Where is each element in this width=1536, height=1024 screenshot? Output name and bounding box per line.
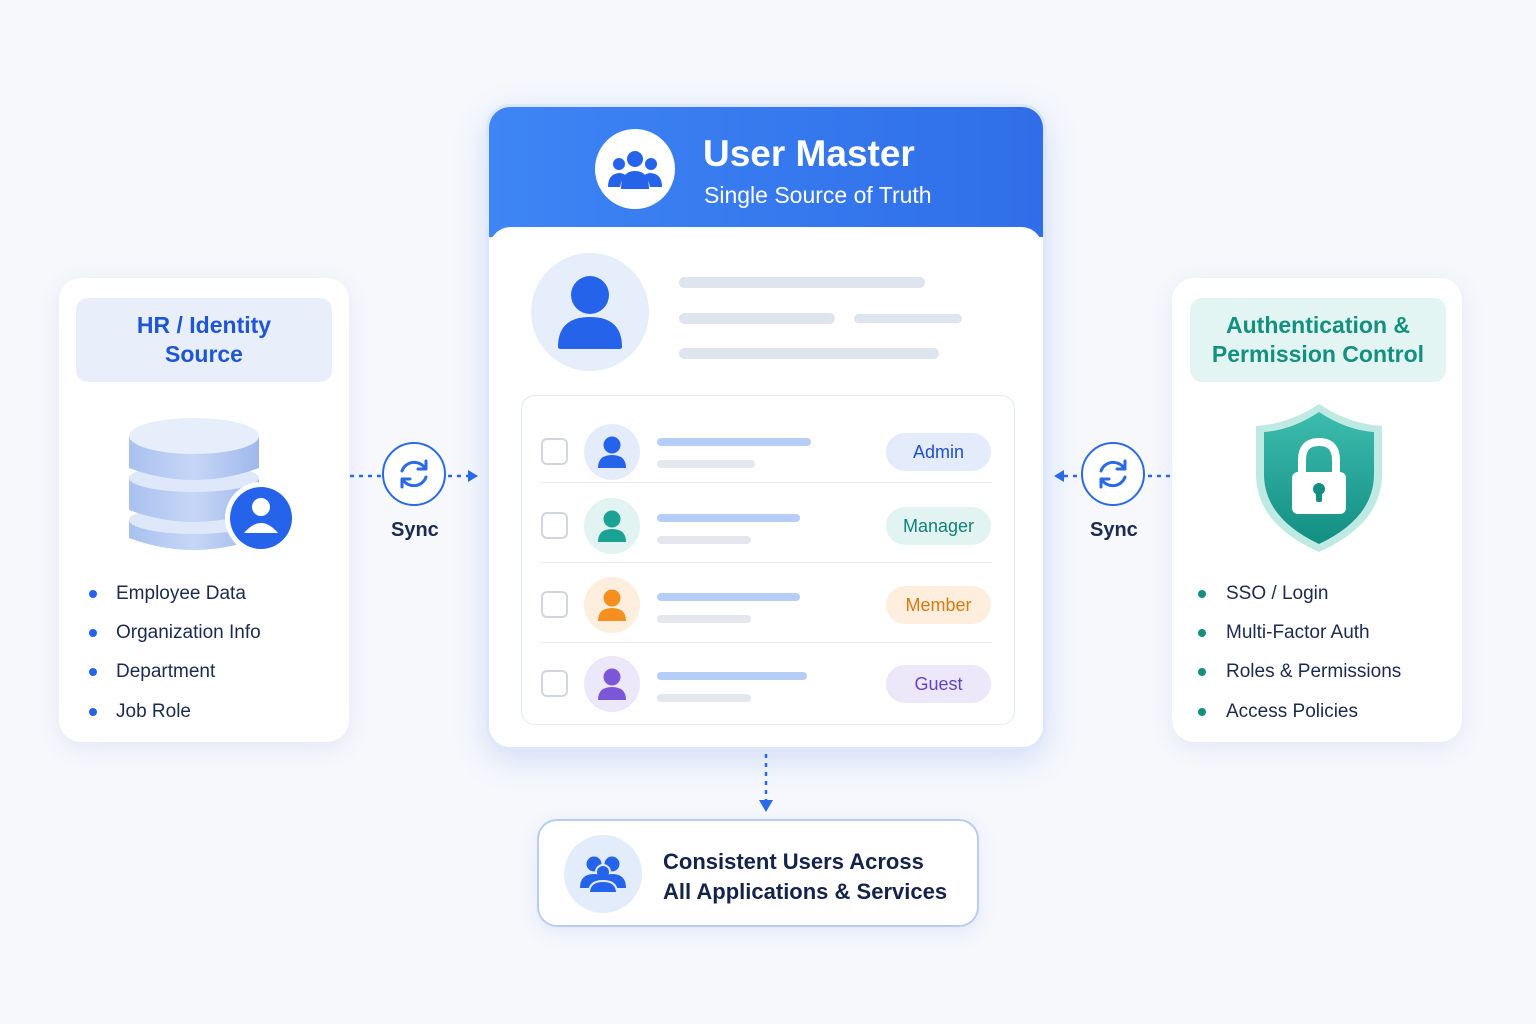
users-group-icon: [595, 129, 675, 209]
row-detail-placeholder: [657, 460, 755, 468]
profile-detail-placeholder: [679, 348, 939, 359]
profile-detail-placeholder: [679, 313, 835, 324]
consistent-users-box: Consistent Users Across All Applications…: [537, 819, 979, 927]
row-detail-placeholder: [657, 536, 751, 544]
row-name-placeholder: [657, 514, 800, 522]
users-group-icon: [564, 835, 642, 913]
left-sync-label: Sync: [391, 519, 439, 541]
user-master-header: User Master Single Source of Truth: [489, 107, 1043, 237]
right-sync-connector-line: [1054, 470, 1172, 482]
row-checkbox[interactable]: [541, 591, 568, 618]
consistent-users-text: Consistent Users Across All Applications…: [663, 849, 948, 904]
avatar: [584, 424, 640, 480]
hr-identity-source-title: HR / Identity Source: [76, 298, 332, 382]
hr-source-list: Employee Data Organization Info Departme…: [89, 574, 261, 732]
row-name-placeholder: [657, 438, 811, 446]
list-item: Roles & Permissions: [1198, 653, 1401, 692]
sync-icon: [1081, 442, 1145, 506]
role-badge: Member: [886, 586, 991, 624]
database-user-icon: [129, 418, 297, 554]
list-item: Multi-Factor Auth: [1198, 613, 1401, 652]
row-name-placeholder: [657, 593, 800, 601]
hr-identity-source-card: HR / Identity Source Employee Data Organ…: [59, 278, 349, 742]
table-row[interactable]: Manager: [522, 484, 1014, 563]
avatar: [531, 253, 649, 371]
user-master-card: User Master Single Source of Truth Admin: [486, 104, 1046, 750]
table-row[interactable]: Guest: [522, 644, 1014, 723]
list-item: Job Role: [89, 692, 261, 731]
list-item: Employee Data: [89, 574, 261, 613]
row-checkbox[interactable]: [541, 670, 568, 697]
row-checkbox[interactable]: [541, 512, 568, 539]
avatar: [584, 656, 640, 712]
list-item: SSO / Login: [1198, 574, 1401, 613]
row-detail-placeholder: [657, 694, 751, 702]
profile-name-placeholder: [679, 277, 925, 288]
user-list: Admin Manager Member: [521, 395, 1015, 725]
table-row[interactable]: Member: [522, 564, 1014, 643]
list-item: Organization Info: [89, 613, 261, 652]
list-item: Access Policies: [1198, 692, 1401, 731]
shield-lock-icon: [1256, 404, 1382, 552]
right-sync-label: Sync: [1090, 519, 1138, 541]
sync-icon: [382, 442, 446, 506]
down-arrow-connector: [759, 754, 773, 812]
row-name-placeholder: [657, 672, 807, 680]
authentication-permission-card: Authentication & Permission Control SSO …: [1172, 278, 1462, 742]
role-badge: Admin: [886, 433, 991, 471]
table-row[interactable]: Admin: [522, 404, 1014, 483]
profile-detail-placeholder: [854, 314, 962, 323]
role-badge: Manager: [886, 507, 991, 545]
list-item: Department: [89, 653, 261, 692]
row-detail-placeholder: [657, 615, 751, 623]
auth-permission-list: SSO / Login Multi-Factor Auth Roles & Pe…: [1198, 574, 1401, 732]
row-checkbox[interactable]: [541, 438, 568, 465]
avatar: [584, 577, 640, 633]
page-subtitle: Single Source of Truth: [704, 182, 932, 208]
role-badge: Guest: [886, 665, 991, 703]
left-sync-connector-line: [350, 470, 478, 482]
page-title: User Master: [703, 133, 915, 174]
authentication-permission-title: Authentication & Permission Control: [1190, 298, 1446, 382]
avatar: [584, 498, 640, 554]
